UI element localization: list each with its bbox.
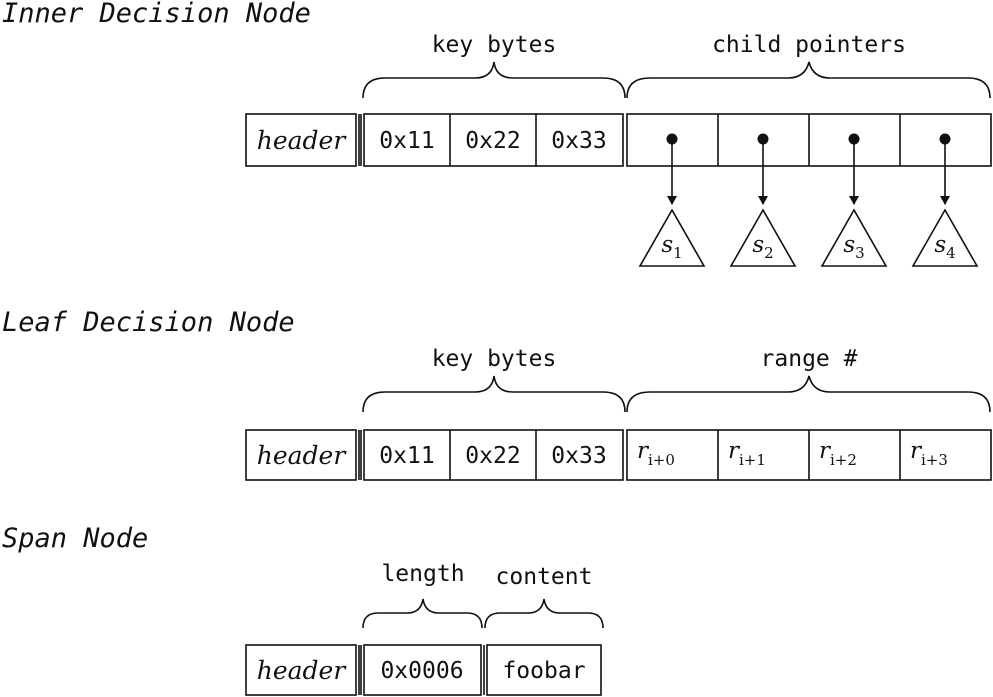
span-length-brace [362,598,483,629]
inner-header-label: header [257,126,348,155]
span-length-label: length [381,561,464,587]
range-cell: ri+1 [728,438,766,469]
range-cell: ri+3 [910,438,948,469]
leaf-range-label: range # [761,346,858,372]
span-content-value: foobar [502,658,585,684]
span-content-brace [484,598,604,629]
child-pointer-2: s2 [729,133,797,267]
leaf-range-brace [626,375,991,413]
span-content-cell [486,644,602,696]
subtree-triangle [911,208,979,267]
leaf-header-label: header [257,441,348,470]
child-pointer-4: s4 [911,133,979,267]
leaf-header-cell [245,429,357,481]
leaf-node-title: Leaf Decision Node [2,307,295,338]
span-node-title: Span Node [2,523,148,554]
leaf-key-cell: 0x33 [551,443,606,469]
inner-child-pointers-brace [626,61,991,99]
leaf-key-bytes-label: key bytes [432,346,557,372]
inner-key-block [363,113,624,167]
subtree-triangle [638,208,706,267]
subtree-triangle [729,208,797,267]
inner-decision-node: Inner Decision Node key bytes child poin… [2,0,992,267]
leaf-key-block [363,429,624,481]
inner-key-cell: 0x33 [551,128,606,154]
subtree-label: s1 [661,232,682,262]
subtree-label: s3 [843,232,864,262]
span-node: Span Node length content header 0x0006 f… [2,523,604,696]
span-length-value: 0x0006 [380,658,463,684]
inner-header-cell [245,113,357,167]
span-header-label: header [257,656,348,685]
range-cell: ri+2 [819,438,857,469]
leaf-decision-node: Leaf Decision Node key bytes range # hea… [2,307,992,481]
subtree-label: s4 [934,232,955,262]
leaf-key-cell: 0x11 [379,443,434,469]
leaf-key-bytes-brace [362,375,626,413]
inner-node-title: Inner Decision Node [2,0,311,29]
range-cell: ri+0 [637,438,675,469]
span-content-label: content [496,564,593,590]
subtree-label: s2 [752,232,773,262]
child-pointer-3: s3 [820,133,888,267]
separator-rules [358,114,485,695]
inner-key-bytes-label: key bytes [432,32,557,58]
inner-key-cell: 0x11 [379,128,434,154]
inner-key-bytes-brace [362,61,626,99]
inner-key-cell: 0x22 [465,128,520,154]
subtree-triangle [820,208,888,267]
span-header-cell [245,644,357,696]
leaf-key-cell: 0x22 [465,443,520,469]
span-length-cell [363,644,482,696]
inner-child-pointers-label: child pointers [712,32,906,58]
child-pointer-1: s1 [638,133,706,267]
